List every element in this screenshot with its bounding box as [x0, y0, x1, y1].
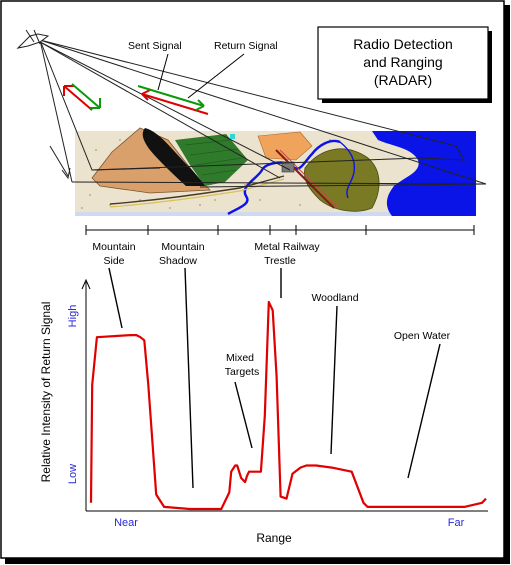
- incident-arrowhead: [61, 167, 71, 180]
- field-lines: [184, 139, 243, 176]
- mixed-targets-label-1: Mixed: [226, 352, 254, 364]
- pointer-lines: [108, 267, 441, 489]
- green-field: [175, 134, 248, 186]
- open-water-label: Open Water: [394, 330, 451, 342]
- y-tick-low: Low: [67, 464, 79, 484]
- x-axis-label: Range: [256, 531, 292, 545]
- beam-mid-ray-2: [39, 41, 291, 171]
- y-axis-label: Relative Intensity of Return Signal: [39, 302, 53, 483]
- sent-signal-label: Sent Signal: [128, 40, 182, 52]
- beam-lower-edge: [39, 39, 73, 183]
- railway-rail: [279, 149, 339, 209]
- beam-mid-ray-1: [39, 41, 281, 179]
- return-signal-curve: [89, 300, 487, 511]
- mountain-shadow-area: [142, 128, 206, 186]
- y-axis-arrowhead: [81, 278, 91, 290]
- beam-near: [91, 167, 161, 171]
- x-tick-far: Far: [448, 517, 465, 529]
- open-water-area: [372, 131, 476, 216]
- mountain-side-label-1: Mountain: [92, 241, 135, 253]
- y-tick-high: High: [67, 305, 79, 328]
- metal-trestle: [281, 161, 295, 173]
- shore-strip: [75, 212, 476, 216]
- woodland-label: Woodland: [311, 292, 358, 304]
- incident-arrow: [49, 145, 69, 177]
- beam-upper-edge: [39, 39, 487, 185]
- pointer-mixed-targets: [234, 381, 253, 449]
- road-edge: [109, 178, 285, 208]
- mountain-shadow-label-1: Mountain: [161, 241, 204, 253]
- road: [109, 175, 285, 205]
- pointer-mountain-side: [108, 267, 123, 329]
- building-marker: [230, 134, 235, 139]
- beam-outline: [39, 39, 465, 171]
- pointer-woodland: [330, 305, 338, 455]
- title-box: [317, 26, 489, 100]
- radar-antenna-icon: [16, 29, 50, 49]
- mountain-shadow-label-2: Shadow: [159, 255, 197, 267]
- return-signal-leader: [187, 53, 245, 99]
- orange-field: [257, 131, 313, 161]
- sent-signal-arrow: [63, 85, 209, 115]
- terrain-illustration: [75, 127, 476, 216]
- return-signal-label: Return Signal: [214, 40, 278, 52]
- return-signal-arrow: [71, 83, 205, 111]
- title-line-2: and Ranging: [363, 54, 442, 70]
- x-tick-near: Near: [114, 517, 138, 529]
- range-ruler: [85, 225, 475, 235]
- railway: [275, 149, 335, 209]
- metal-trestle-label-1: Metal Railway: [254, 241, 320, 253]
- sent-signal-leader: [157, 53, 169, 91]
- radar-beam: [39, 39, 487, 188]
- pointer-open-water: [407, 343, 441, 479]
- pointer-mountain-shadow: [184, 267, 194, 489]
- chart-area: [81, 278, 488, 512]
- beam-far: [199, 183, 487, 188]
- title-line-3: (RADAR): [374, 72, 432, 88]
- metal-trestle-label-2: Trestle: [264, 255, 296, 267]
- title-line-1: Radio Detection: [353, 36, 453, 52]
- beam-footprint: [71, 181, 487, 185]
- stream: [339, 141, 356, 199]
- mixed-targets-label-2: Targets: [225, 366, 259, 378]
- mountain-side-label-2: Side: [103, 255, 124, 267]
